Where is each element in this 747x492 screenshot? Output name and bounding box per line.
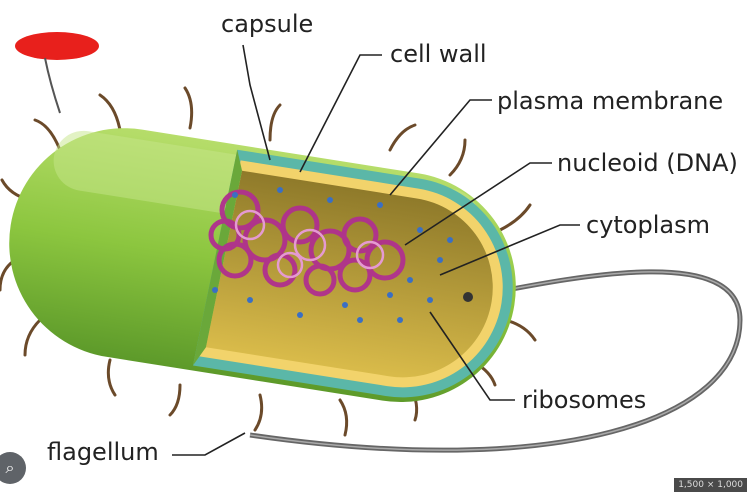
image-dimensions: 1,500 × 1,000 <box>674 478 747 492</box>
label-plasma-membrane: plasma membrane <box>497 87 724 115</box>
label-flagellum: flagellum <box>47 438 159 466</box>
label-nucleoid: nucleoid (DNA) <box>557 149 738 177</box>
leader-lines <box>172 44 580 456</box>
label-ribosomes: ribosomes <box>522 386 647 414</box>
google-lens-icon[interactable]: ⌕ <box>0 452 26 484</box>
label-cell-wall: cell wall <box>390 40 487 68</box>
label-capsule: capsule <box>221 10 314 38</box>
label-cytoplasm: cytoplasm <box>586 211 710 239</box>
ribosomes <box>212 187 453 323</box>
nucleoid-dna <box>208 189 406 297</box>
redaction-mark <box>15 32 99 60</box>
